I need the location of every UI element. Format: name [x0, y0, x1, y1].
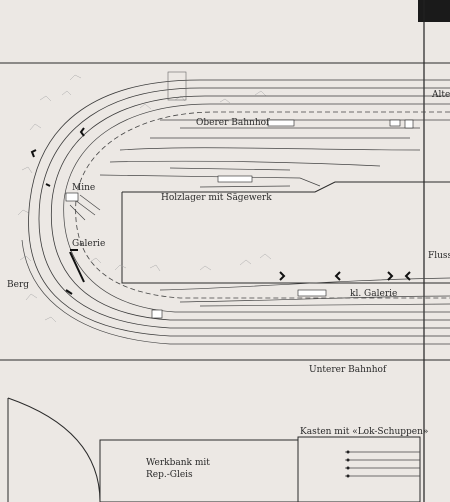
label-kl-galerie: kl. Galerie — [350, 289, 397, 299]
mine-building — [65, 192, 79, 202]
label-holzlager: Holzlager mit Sägewerk — [161, 193, 272, 203]
galerie-wall — [69, 251, 85, 283]
photo-edge-top — [418, 0, 450, 22]
label-kasten: Kasten mit «Lok-Schuppen» — [300, 427, 428, 437]
label-werkbank-1: Werkbank mit — [146, 458, 210, 468]
kasten-outline — [297, 436, 421, 502]
lower-station-tracks — [159, 277, 450, 307]
shed-right-2 — [404, 119, 414, 129]
upper-station-tracks — [99, 119, 450, 188]
valley-outline-top — [122, 181, 450, 193]
mine-spur — [69, 194, 101, 221]
label-unterer-bahnhof: Unterer Bahnhof — [309, 365, 387, 375]
mainline-tracks — [21, 79, 450, 345]
label-werkbank-2: Rep.-Gleis — [146, 470, 193, 480]
bridge-upper — [167, 71, 187, 101]
structures — [65, 71, 414, 319]
label-alte: Alte — [431, 90, 450, 100]
label-galerie: Galerie — [72, 239, 105, 249]
lower-station-building — [297, 289, 327, 297]
label-oberer-bahnhof: Oberer Bahnhof — [196, 118, 270, 128]
board-corner-arc — [7, 397, 101, 502]
small-hut — [151, 309, 163, 319]
valley-outline — [121, 192, 450, 284]
label-berg: Berg — [7, 280, 29, 290]
sawmill-building — [217, 175, 253, 183]
shed-tracks — [345, 450, 420, 478]
station-building-upper — [267, 119, 295, 127]
tunnel-portals — [30, 127, 411, 295]
shed-right — [389, 119, 401, 127]
label-fluss: Fluss — [428, 251, 450, 261]
mountain-rocks — [17, 74, 272, 323]
label-mine: Mine — [72, 183, 95, 193]
